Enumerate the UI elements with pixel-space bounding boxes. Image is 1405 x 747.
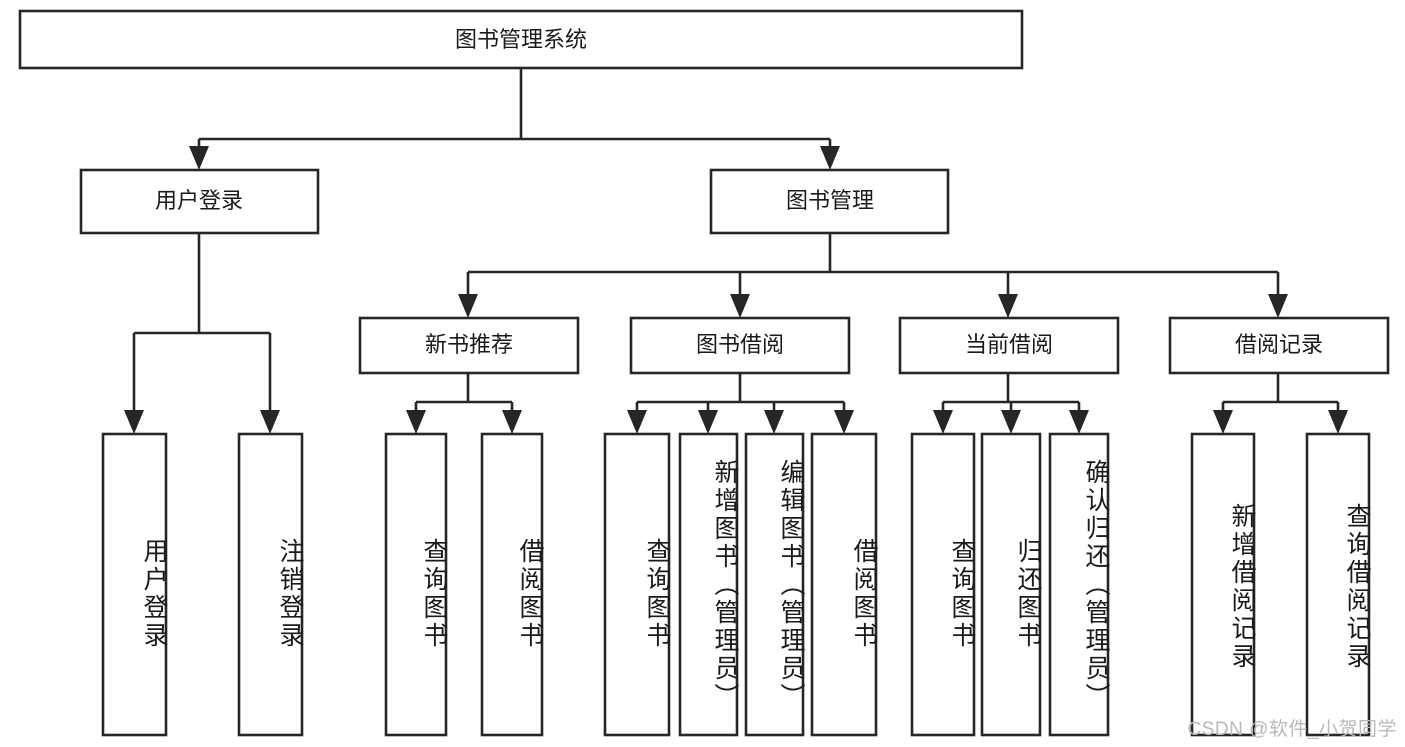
leaf-box-layer [101,432,1371,737]
leaf-box-query-book-current[interactable] [910,432,976,737]
arrowhead-borrow-lend [834,410,854,434]
connector-layer [124,68,1348,434]
borrow-record-label: 借阅记录 [1235,332,1323,357]
arrowhead-borrow-query [627,410,647,434]
leaf-box-logout[interactable] [237,432,304,737]
node-current-borrow[interactable]: 当前借阅 [898,316,1120,375]
current-borrow-label: 当前借阅 [965,332,1053,357]
new-book-recommend-label: 新书推荐 [425,332,513,357]
arrowhead-borrow-record [1268,294,1288,318]
root-label: 图书管理系统 [455,27,587,52]
user-login-box[interactable] [79,168,320,235]
arrowhead-borrow-add [698,410,718,434]
leaf-box-confirm-return-admin[interactable] [1048,432,1110,737]
leaf-box-borrow-book[interactable] [810,432,878,737]
node-root[interactable]: 图书管理系统 [18,9,1024,70]
arrowhead-leaf-logout [260,410,280,434]
leaf-box-user-login[interactable] [101,432,168,737]
arrowhead-leaf-user-login [124,410,144,434]
leaf-box-return-book[interactable] [980,432,1042,737]
leaf-box-borrow-book-newrec[interactable] [480,432,544,737]
csdn-watermark: CSDN @软件_小贺同学 [1187,719,1397,740]
arrowhead-new-book-rec [458,294,478,318]
arrowhead-current-query [933,410,953,434]
user-login-label: 用户登录 [155,188,243,213]
arrowhead-current-borrow [998,294,1018,318]
arrowhead-record-add [1213,410,1233,434]
leaf-box-query-book-borrow[interactable] [603,432,671,737]
leaf-box-add-book-admin[interactable] [678,432,739,737]
arrowhead-current-confirm [1069,410,1089,434]
root-box[interactable] [18,9,1024,70]
arrowhead-user-login [189,146,209,170]
node-user-login[interactable]: 用户登录 [79,168,320,235]
arrowhead-newbook-borrow [502,410,522,434]
node-borrow-record[interactable]: 借阅记录 [1168,316,1390,375]
leaf-box-edit-book-admin[interactable] [744,432,805,737]
arrowhead-book-borrow [730,294,750,318]
leaf-box-add-borrow-record[interactable] [1190,432,1256,737]
leaf-box-query-borrow-record[interactable] [1305,432,1371,737]
node-book-management[interactable]: 图书管理 [709,168,950,235]
book-management-label: 图书管理 [786,188,874,213]
node-book-borrow[interactable]: 图书借阅 [629,316,851,375]
arrowhead-newbook-query [406,410,426,434]
borrow-record-box[interactable] [1168,316,1390,375]
book-borrow-label: 图书借阅 [696,332,784,357]
node-new-book-recommend[interactable]: 新书推荐 [358,316,580,375]
arrowhead-current-return [1001,410,1021,434]
new-book-recommend-box[interactable] [358,316,580,375]
arrowhead-book-mgmt [820,146,840,170]
arrowhead-borrow-edit [764,410,784,434]
book-borrow-box[interactable] [629,316,851,375]
current-borrow-box[interactable] [898,316,1120,375]
arrowhead-record-query [1328,410,1348,434]
book-management-box[interactable] [709,168,950,235]
leaf-box-query-book-newrec[interactable] [384,432,448,737]
